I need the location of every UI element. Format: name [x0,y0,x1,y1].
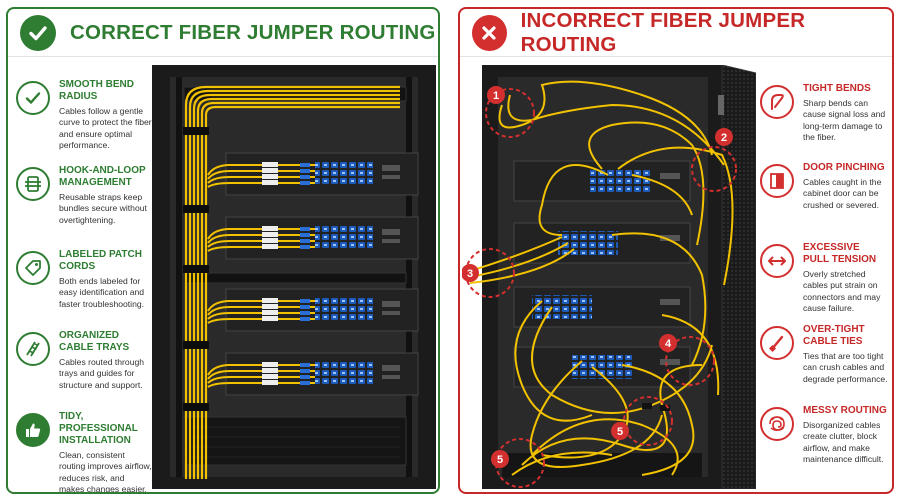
item-description: Clean, consistent routing improves airfl… [59,450,152,494]
item-description: Disorganized cables create clutter, bloc… [803,420,884,465]
list-item: LABELED PATCH CORDS Both ends labeled fo… [16,249,152,310]
strap-icon [16,167,50,201]
messy-rack-drawing: 1 2 3 4 5 [462,65,756,489]
problem-marker: 1 [485,86,535,138]
item-heading: OVER-TIGHT CABLE TIES [803,324,865,347]
list-item: MESSY ROUTING Disorganized cables create… [760,405,888,466]
double-arrow-icon [760,244,794,278]
tangle-icon [760,407,794,441]
list-item: HOOK-AND-LOOP MANAGEMENT Reusable straps… [16,165,152,226]
correct-routing-panel: CORRECT FIBER JUMPER ROUTING SMOOTH BEND… [6,7,440,494]
correct-panel-header: CORRECT FIBER JUMPER ROUTING [8,9,438,57]
marker-label: 3 [467,268,473,280]
problem-marker: 5 [611,396,673,446]
list-item: SMOOTH BEND RADIUS Cables follow a gentl… [16,79,152,152]
patch-panel [225,152,419,196]
hook-and-loop-straps [183,127,209,411]
item-heading: DOOR PINCHING [803,162,885,173]
patch-cords [207,164,315,388]
marker-label: 4 [665,338,672,350]
patch-panel [225,288,419,332]
item-description: Cables caught in the cabinet door can be… [803,177,882,210]
list-item: ORGANIZED CABLE TRAYS Cables routed thro… [16,330,152,391]
patch-panel [225,352,419,396]
door-icon [760,164,794,198]
list-item: DOOR PINCHING Cables caught in the cabin… [760,162,888,211]
organized-rack-illustration [150,65,438,489]
item-description: Cables routed through trays and guides f… [59,357,145,390]
messy-rack-illustration: 1 2 3 4 5 [462,65,756,489]
item-heading: EXCESSIVE PULL TENSION [803,242,877,265]
incorrect-panel-header: INCORRECT FIBER JUMPER ROUTING [460,9,892,57]
marker-label: 5 [617,426,623,438]
item-heading: TIDY, PROFESSIONAL INSTALLATION [59,411,138,446]
item-description: Cables follow a gentle curve to protect … [59,106,152,151]
patch-panel [513,346,691,388]
item-heading: HOOK-AND-LOOP MANAGEMENT [59,165,146,188]
problem-marker: 2 [691,128,737,192]
item-description: Overly stretched cables put strain on co… [803,269,881,314]
x-mark-badge-icon [472,14,507,51]
organized-rack-drawing [152,65,436,489]
marker-label: 1 [493,90,499,102]
problem-marker: 4 [659,334,715,386]
incorrect-routing-panel: INCORRECT FIBER JUMPER ROUTING [458,7,894,494]
list-item: OVER-TIGHT CABLE TIES Ties that are too … [760,324,888,385]
sharp-bend-icon [760,85,794,119]
checkmark-badge-icon [20,14,56,51]
patch-panel [513,286,691,328]
marker-label: 2 [721,132,727,144]
item-heading: SMOOTH BEND RADIUS [59,79,134,102]
list-item: EXCESSIVE PULL TENSION Overly stretched … [760,242,888,315]
ladder-tray-icon [16,332,50,366]
item-description: Reusable straps keep bundles secure with… [59,192,147,225]
cabinet-door [721,65,756,489]
check-icon [16,81,50,115]
problem-marker: 3 [462,248,515,298]
incorrect-panel-title: INCORRECT FIBER JUMPER ROUTING [520,8,806,56]
correct-panel-title: CORRECT FIBER JUMPER ROUTING [70,20,436,44]
item-heading: MESSY ROUTING [803,405,887,416]
list-item: TIDY, PROFESSIONAL INSTALLATION Clean, c… [16,411,152,494]
item-heading: LABELED PATCH CORDS [59,249,142,272]
marker-label: 5 [497,454,503,466]
tag-icon [16,251,50,285]
cable-tie-icon [760,326,794,360]
patch-panel [513,160,691,202]
item-description: Sharp bends can cause signal loss and lo… [803,98,886,143]
item-description: Both ends labeled for easy identificatio… [59,276,145,309]
problem-marker: 5 [491,438,545,488]
patch-panel [225,216,419,260]
item-description: Ties that are too tight can crush cables… [803,351,888,384]
thumbs-up-icon [16,413,50,447]
item-heading: TIGHT BENDS [803,83,871,94]
list-item: TIGHT BENDS Sharp bends can cause signal… [760,83,888,144]
cable-bundle [184,85,400,479]
item-heading: ORGANIZED CABLE TRAYS [59,330,130,353]
